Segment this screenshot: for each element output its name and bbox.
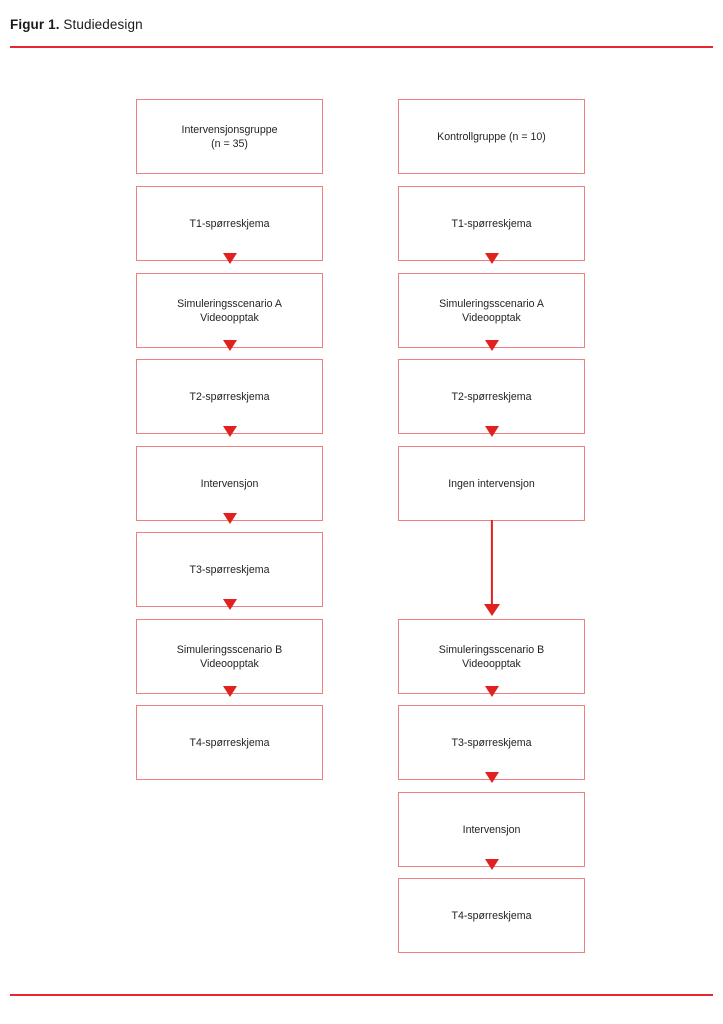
- flow-arrow-icon: [222, 513, 237, 524]
- flow-box-intervention-2: Simuleringsscenario A Videoopptak: [136, 273, 323, 348]
- flow-box-label: T2-spørreskjema: [189, 390, 270, 403]
- flow-box-control-0: Kontrollgruppe (n = 10): [398, 99, 585, 174]
- page-title: Figur 1. Studiedesign: [10, 17, 143, 32]
- flow-box-label: Intervensjon: [200, 477, 259, 490]
- flow-arrow-icon: [222, 686, 237, 697]
- flow-box-control-3: T2-spørreskjema: [398, 359, 585, 434]
- flow-box-intervention-3: T2-spørreskjema: [136, 359, 323, 434]
- flow-box-label: Simuleringsscenario B Videoopptak: [176, 643, 283, 670]
- flow-box-label: T1-spørreskjema: [189, 217, 270, 230]
- flow-arrow-icon: [484, 859, 499, 870]
- flow-arrow-icon: [484, 253, 499, 264]
- flow-box-control-7: Intervensjon: [398, 792, 585, 867]
- flow-box-control-1: T1-spørreskjema: [398, 186, 585, 261]
- flow-box-intervention-7: T4-spørreskjema: [136, 705, 323, 780]
- flow-arrow-icon: [484, 772, 499, 783]
- flow-long-arrow-icon: [483, 604, 500, 616]
- footer-divider: [10, 994, 713, 996]
- flow-arrow-icon: [484, 686, 499, 697]
- flow-box-intervention-1: T1-spørreskjema: [136, 186, 323, 261]
- flow-box-intervention-6: Simuleringsscenario B Videoopptak: [136, 619, 323, 694]
- flow-box-control-6: T3-spørreskjema: [398, 705, 585, 780]
- flow-arrow-icon: [222, 340, 237, 351]
- flow-arrow-icon: [222, 426, 237, 437]
- figure-caption: Studiedesign: [59, 17, 143, 32]
- flow-long-connector-line: [490, 520, 493, 606]
- flow-box-label: Simuleringsscenario A Videoopptak: [177, 297, 282, 324]
- flow-box-intervention-5: T3-spørreskjema: [136, 532, 323, 607]
- flow-box-label: Intervensjon: [462, 823, 521, 836]
- flow-box-label: T1-spørreskjema: [451, 217, 532, 230]
- flow-arrow-icon: [222, 599, 237, 610]
- flow-box-intervention-4: Intervensjon: [136, 446, 323, 521]
- flow-box-control-5: Simuleringsscenario B Videoopptak: [398, 619, 585, 694]
- flow-box-label: Simuleringsscenario A Videoopptak: [439, 297, 544, 324]
- flow-box-label: Ingen intervensjon: [448, 477, 535, 490]
- flow-box-control-4: Ingen intervensjon: [398, 446, 585, 521]
- flow-box-label: Kontrollgruppe (n = 10): [437, 130, 546, 143]
- flow-box-intervention-0: Intervensjonsgruppe (n = 35): [136, 99, 323, 174]
- flow-box-label: T2-spørreskjema: [451, 390, 532, 403]
- flow-arrow-icon: [484, 426, 499, 437]
- flow-box-control-8: T4-spørreskjema: [398, 878, 585, 953]
- flow-box-label: T3-spørreskjema: [189, 563, 270, 576]
- flow-box-label: T4-spørreskjema: [451, 909, 532, 922]
- flow-arrow-icon: [222, 253, 237, 264]
- flow-box-label: Simuleringsscenario B Videoopptak: [438, 643, 545, 670]
- flow-box-label: T4-spørreskjema: [189, 736, 270, 749]
- figure-header: Figur 1. Studiedesign: [0, 0, 723, 54]
- flow-box-label: Intervensjonsgruppe (n = 35): [181, 123, 278, 150]
- flow-arrow-icon: [484, 340, 499, 351]
- flow-box-control-2: Simuleringsscenario A Videoopptak: [398, 273, 585, 348]
- header-divider: [10, 46, 713, 48]
- figure-number: Figur 1.: [10, 17, 60, 32]
- flow-box-label: T3-spørreskjema: [451, 736, 532, 749]
